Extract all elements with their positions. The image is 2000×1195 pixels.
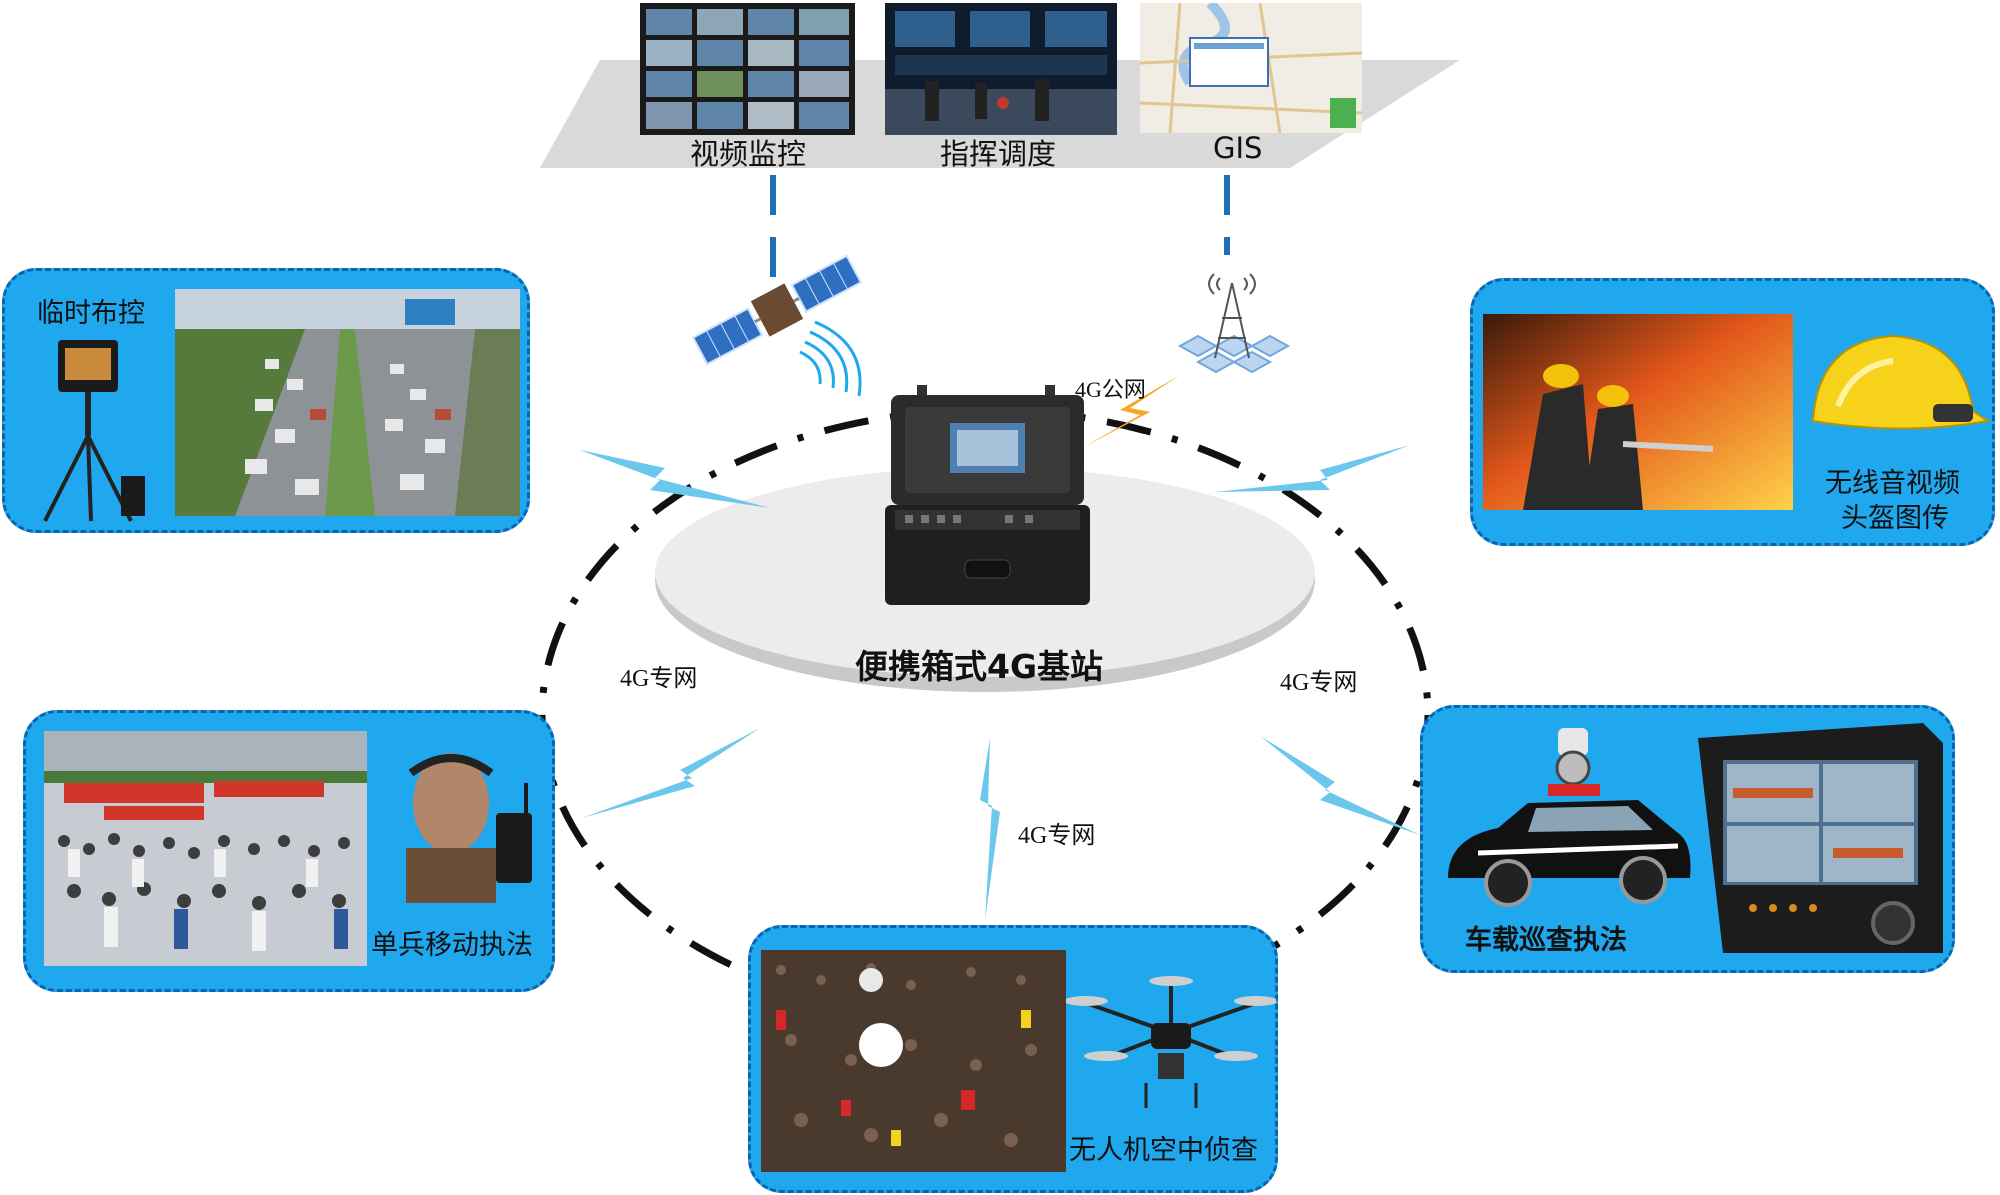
wave-top-left <box>580 450 770 508</box>
panel-helmet-video: 无线音视频 头盔图传 <box>1470 278 1995 546</box>
vehicle-monitor-icon <box>1698 723 1943 953</box>
helmet-icon <box>1811 334 1991 430</box>
map-icon <box>1140 3 1362 133</box>
network-label-left: 4G专网 <box>620 666 698 692</box>
public-link-bolt <box>1082 375 1180 448</box>
network-label-bottom: 4G专网 <box>1018 823 1096 849</box>
panel-vehicle-patrol: 车载巡查执法 <box>1420 705 1955 973</box>
crowd-photo-icon <box>761 950 1066 1172</box>
panel-drone: 无人机空中侦查 <box>748 925 1278 1193</box>
unit-label-single-soldier: 单兵移动执法 <box>371 930 533 961</box>
satellite-signal-icon <box>799 320 862 397</box>
public-link-label: 4G公网 <box>1075 377 1146 402</box>
headset-camera-icon <box>406 753 532 903</box>
cell-tower-icon <box>1177 273 1291 374</box>
crowd-photo-icon <box>44 731 367 966</box>
screen-label-dispatch: 指挥调度 <box>940 137 1057 171</box>
portable-base-station-icon <box>885 385 1090 605</box>
screen-label-video: 视频监控 <box>690 137 807 171</box>
police-car-icon <box>1448 728 1691 907</box>
tripod-camera-icon <box>43 340 145 522</box>
firefighters-photo-icon <box>1483 314 1793 510</box>
wave-left <box>582 728 760 818</box>
traffic-photo-icon <box>175 289 520 516</box>
wave-right <box>1260 736 1420 835</box>
center-title: 便携箱式4G基站 <box>855 647 1104 686</box>
unit-label-helmet-line1: 无线音视频 <box>1825 468 1960 499</box>
wave-top-right <box>1215 445 1410 492</box>
control-room-icon <box>885 3 1117 135</box>
screen-label-gis: GIS <box>1213 131 1263 165</box>
unit-label-vehicle-patrol: 车载巡查执法 <box>1465 925 1627 956</box>
video-wall-icon <box>640 3 855 135</box>
panel-single-soldier: 单兵移动执法 <box>23 710 555 992</box>
unit-label-drone: 无人机空中侦查 <box>1069 1135 1258 1166</box>
unit-label-helmet-line2: 头盔图传 <box>1841 503 1949 534</box>
satellite-icon <box>691 254 863 366</box>
network-label-right: 4G专网 <box>1280 670 1358 696</box>
wave-bottom <box>980 738 1000 920</box>
panel-temporary-control: 临时布控 <box>2 268 530 533</box>
drone-icon <box>1066 976 1276 1108</box>
unit-label-temporary-control: 临时布控 <box>37 298 145 329</box>
